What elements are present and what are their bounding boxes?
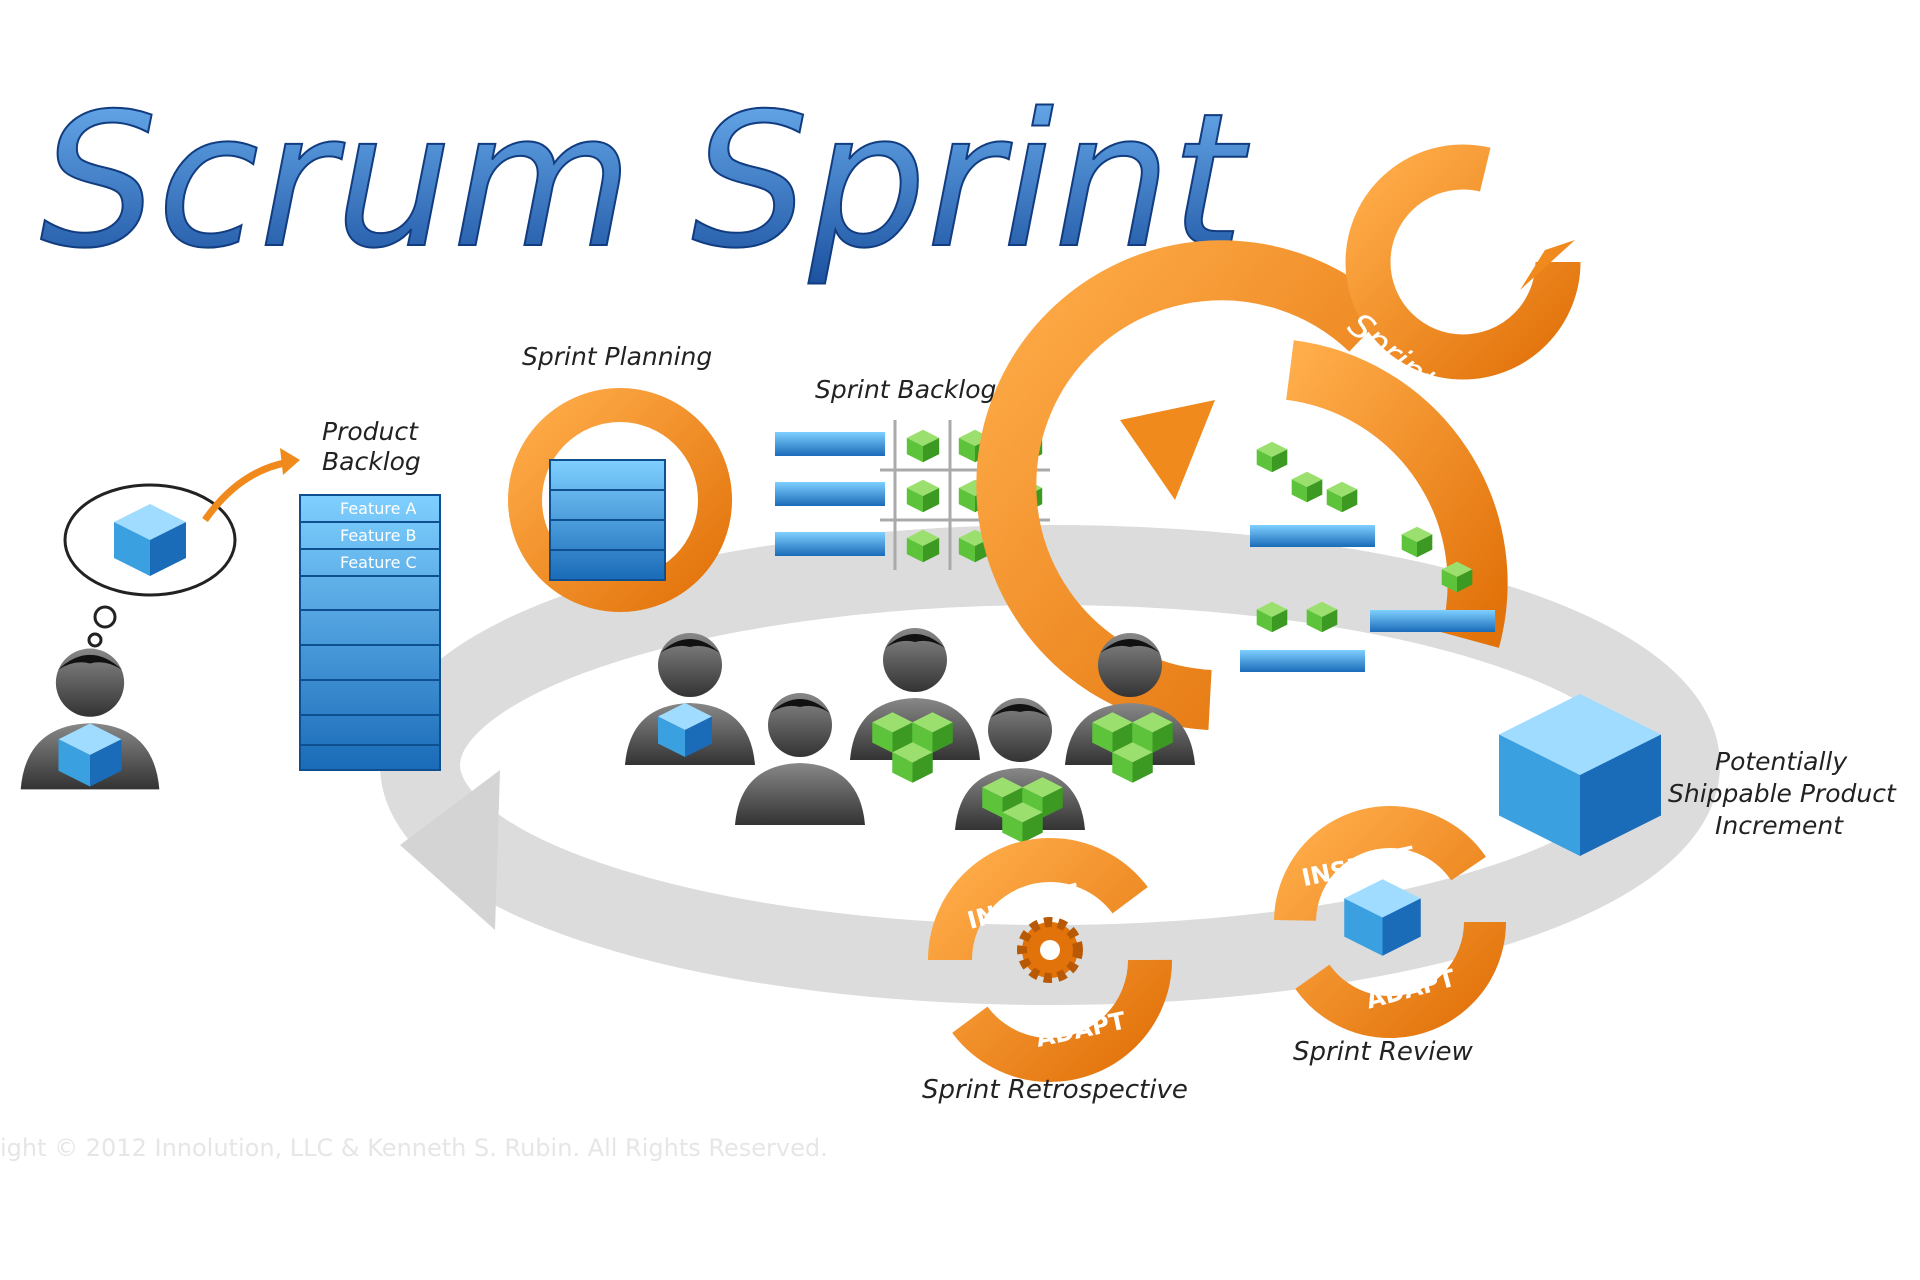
label-sprint-backlog: Sprint Backlog — [815, 375, 996, 404]
sprint-execution-cycle: Daily Scrum Sprint Execution — [976, 144, 1581, 730]
label-sprint-retrospective: Sprint Retrospective — [922, 1075, 1188, 1105]
feature-c: Feature C — [340, 553, 417, 572]
feature-b: Feature B — [340, 526, 417, 545]
product-backlog-stack: Feature A Feature B Feature C — [299, 494, 441, 771]
label-increment-2: Shippable Product — [1668, 779, 1897, 808]
label-increment-1: Potentially — [1715, 747, 1848, 776]
label-sprint-review: Sprint Review — [1293, 1037, 1474, 1067]
label-product-backlog-1: Product — [322, 417, 419, 446]
ring-arrowhead — [400, 770, 500, 930]
label-product-backlog-2: Backlog — [322, 447, 421, 476]
sprint-planning-icon — [508, 388, 732, 612]
label-increment-3: Increment — [1715, 811, 1844, 840]
title: Scrum Sprint — [40, 73, 1250, 289]
label-sprint-planning: Sprint Planning — [522, 342, 712, 371]
copyright: ight © 2012 Innolution, LLC & Kenneth S.… — [0, 1134, 828, 1162]
feature-a: Feature A — [340, 499, 417, 518]
product-owner — [20, 448, 300, 790]
